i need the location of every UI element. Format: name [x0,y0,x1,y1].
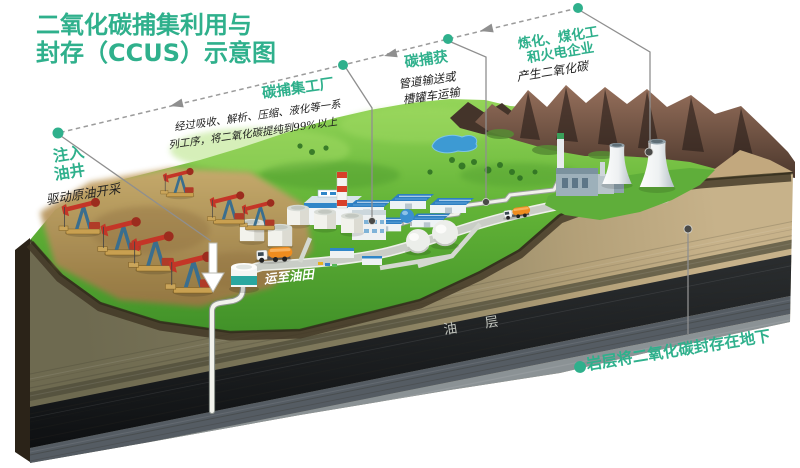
node-dot [338,60,348,70]
leader-plant [345,67,373,219]
block-left-face [15,238,30,462]
storage-tank [313,208,337,233]
callout-capture: 碳捕获 管道输送或 槽罐车运输 [398,47,463,107]
blue-sphere-tank [400,209,414,226]
leader-capture [450,41,487,201]
injection-heading-line2: 油井 [53,160,87,184]
anchor-dot [482,198,490,206]
spherical-tank [405,229,431,256]
power-plant [545,133,715,220]
injection-tank [229,263,259,293]
title-line1: 二氧化碳捕集利用与 [36,11,252,39]
factory-chimney [336,171,348,209]
pond [431,134,478,154]
injection-site [201,242,259,415]
title-line2: 封存（CCUS）示意图 [36,39,276,67]
workshop [330,248,354,258]
storage-tank [340,212,364,237]
terrain-block [15,85,795,463]
injection-heading-line1: 注入 [52,142,86,166]
stratum-dark-band [30,238,793,407]
leader-source [580,10,651,150]
plant-chimney [557,133,564,171]
title-block: 二氧化碳捕集利用与 封存（CCUS）示意图 [36,11,276,67]
oil-layer-band [30,253,793,454]
down-arrow-icon [201,242,225,293]
mountains [450,85,795,180]
mountain-ridge-main [475,85,795,178]
spherical-tank [431,220,459,250]
leader-injection [60,135,212,242]
connector-system [52,3,693,334]
workshop [362,256,382,265]
plant-lawn [545,168,715,220]
node-dot [573,3,583,13]
arrowhead-icon [382,48,398,61]
storage-tank [286,204,310,229]
tan-hillside [700,150,793,180]
trees [297,143,538,181]
stratum-slate-band [30,294,793,463]
capture-heading: 碳捕获 [403,47,449,71]
node-dot [52,127,64,139]
injection-pipe [208,283,247,415]
transport-label: 运至油田 [263,266,317,286]
capture-factory [238,171,475,267]
anchor-dot [644,147,654,157]
callout-source: 炼化、煤化工 和火电企业 产生二氧化碳 [516,23,600,84]
plant-heading: 碳捕集工厂 [261,74,335,102]
node-dot [443,34,453,44]
anchor-dot [368,217,376,225]
anchor-dot [683,224,693,234]
arrowhead-icon [478,23,494,36]
arrowhead-icon [168,98,184,111]
callout-injection: 注入 油井 驱动原油开采 [45,142,123,207]
